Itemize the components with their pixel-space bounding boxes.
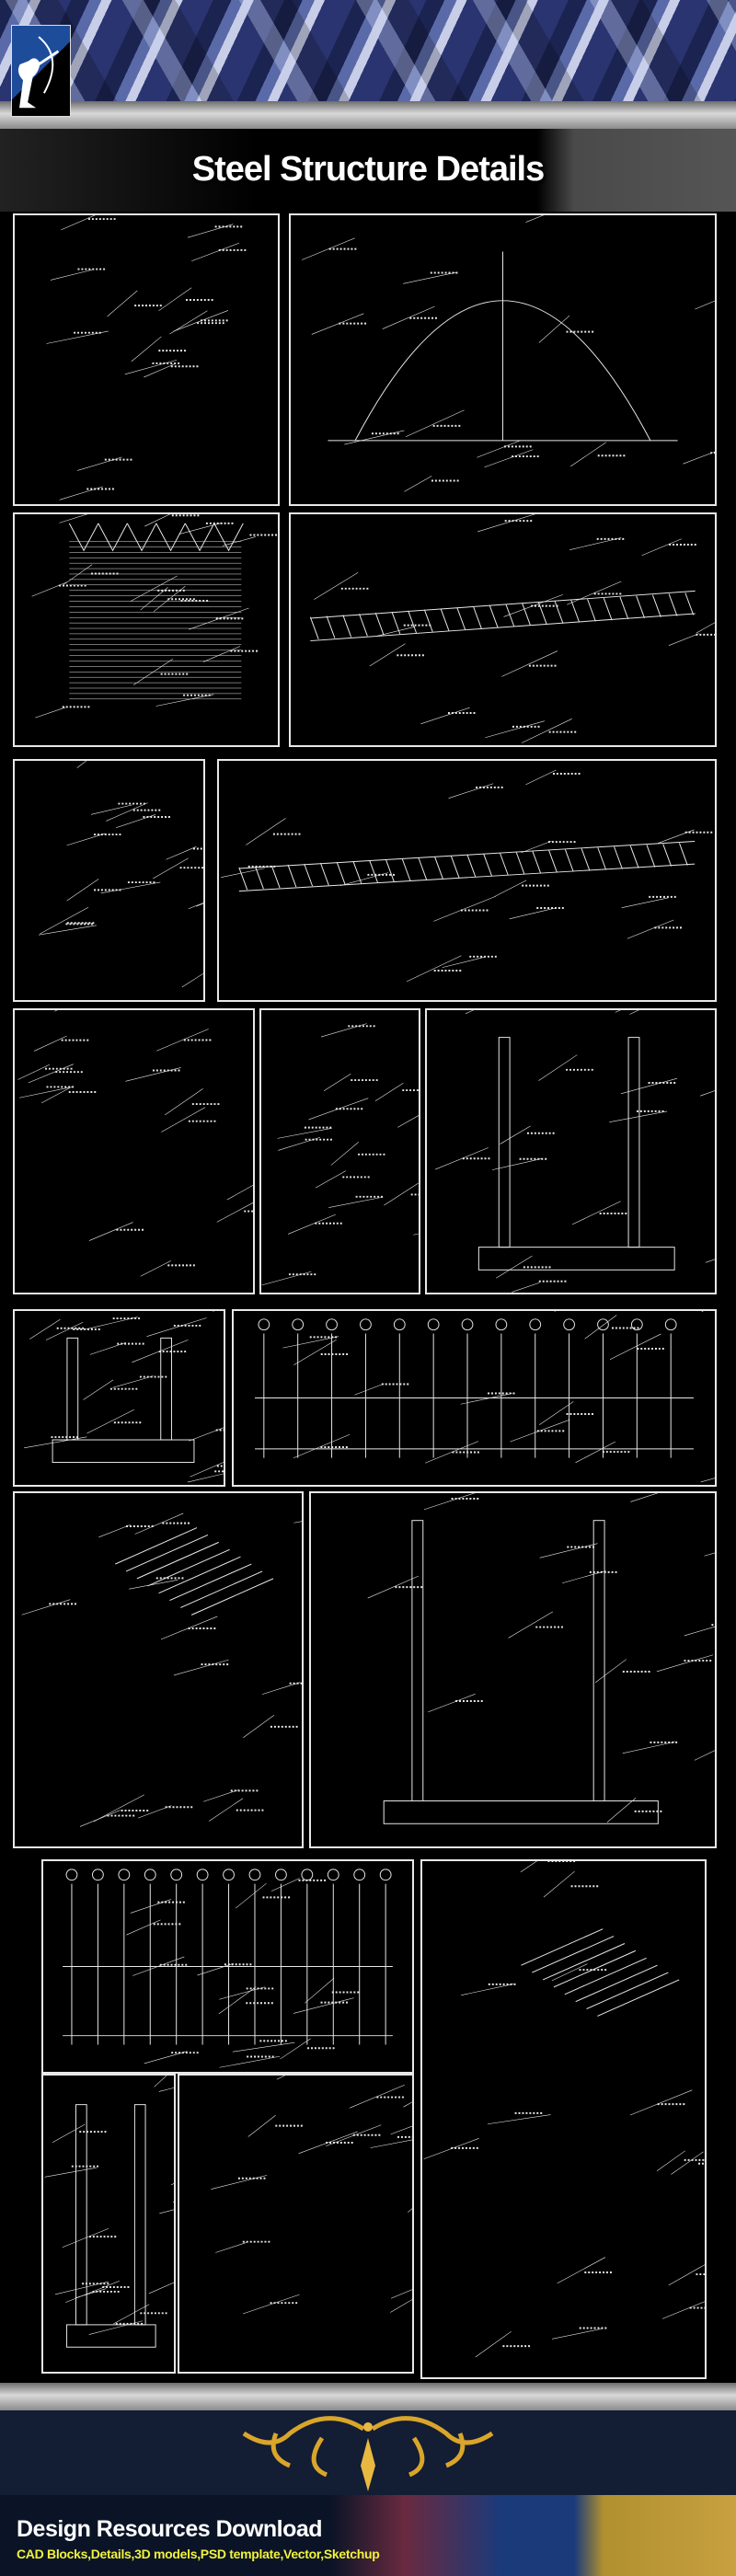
ornament-area: [0, 2410, 736, 2495]
gold-ornament-icon: [242, 2416, 494, 2491]
cad-drawing-panel-7: [13, 1008, 255, 1294]
cad-drawing-panel-6: [217, 759, 717, 1002]
cad-drawing-panel-2: [289, 213, 717, 506]
archer-icon: [17, 36, 60, 109]
cad-drawing-panel-9: [425, 1008, 717, 1294]
cad-drawing-panel-3: [13, 512, 280, 747]
cad-drawing-panel-17: [178, 2074, 414, 2374]
silver-band-bottom: [0, 2383, 736, 2410]
cad-drawing-panel-15: [420, 1859, 707, 2379]
brand-tagline: CAD Blocks,Details,3D models,PSD templat…: [17, 2547, 380, 2561]
cad-drawing-panel-11: [232, 1309, 717, 1487]
footer-banner: [0, 2495, 736, 2576]
cad-drawing-panel-14: [41, 1859, 414, 2074]
hero-steel-photo: [0, 0, 736, 101]
cad-drawing-panel-4: [289, 512, 717, 747]
brand-title: Design Resources Download: [17, 2516, 323, 2542]
title-background: [0, 129, 736, 212]
cad-drawing-panel-16: [41, 2074, 176, 2374]
cad-drawing-panel-13: [309, 1491, 717, 1848]
cad-drawing-panel-10: [13, 1309, 225, 1487]
cad-drawing-panel-8: [259, 1008, 420, 1294]
cad-drawing-panel-12: [13, 1491, 304, 1848]
page-title: Steel Structure Details: [191, 150, 545, 189]
cad-drawing-panel-5: [13, 759, 205, 1002]
silver-band: [0, 101, 736, 129]
cad-drawing-panel-1: [13, 213, 280, 506]
archer-logo[interactable]: [11, 25, 71, 117]
